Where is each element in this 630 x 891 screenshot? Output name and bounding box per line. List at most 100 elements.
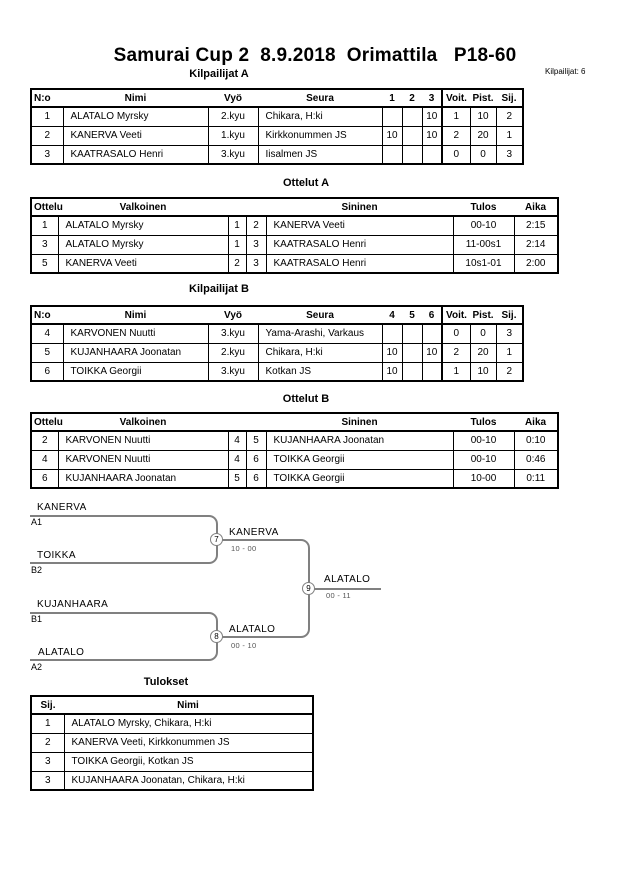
cell: KANERVA Veeti [265,215,454,236]
cell: 3 [30,144,64,165]
bracket-connector-semifinal-2 [30,612,218,661]
col-header: Nimi [64,696,313,715]
table-header-row: Ottelu Valkoinen Sininen Tulos Aika [31,413,558,432]
cell: 3.kyu [207,361,259,382]
cell: 00-10 [452,215,515,236]
bracket-match-score: 10 - 00 [231,544,257,553]
col-header: N:o [31,89,63,108]
cell: 2 [495,106,524,127]
cell: 2 [441,125,471,146]
matches-b-heading: Ottelut B [282,393,330,405]
cell: ALATALO Myrsky [62,106,209,127]
col-header: Pist. [470,89,496,108]
cell: 10 [381,361,403,382]
col-header: Valkoinen [58,198,228,217]
bracket-player-name: KUJANHAARA [37,599,109,610]
cell: KUJANHAARA Joonatan [57,468,229,489]
col-header: 2 [402,89,422,108]
cell: 1 [495,125,524,146]
match-number-node: 7 [210,533,223,546]
col-header: Nimi [63,89,208,108]
cell: 1 [227,234,247,255]
cell: TOIKKA Georgii, Kotkan JS [63,751,314,772]
cell: 1 [441,361,471,382]
cell: 4 [30,449,59,470]
results-table: Sij. Nimi 1 ALATALO Myrsky, Chikara, H:k… [30,695,314,791]
cell: 20 [469,342,497,363]
cell: 6 [30,468,59,489]
cell: 1 [441,106,471,127]
cell: 1.kyu [207,125,259,146]
competitor-count: Kilpailijat: 6 [545,67,586,76]
cell: 4 [30,323,64,344]
cell: 2:00 [513,253,559,274]
cell: 10-00 [452,468,515,489]
col-header: 4 [382,306,402,325]
cell: 4 [227,449,247,470]
cell [401,144,423,165]
cell: 6 [245,468,267,489]
table-row: 6 TOIKKA Georgii 3.kyu Kotkan JS 10 1 10… [30,361,524,382]
table-header-row: Sij. Nimi [31,696,313,715]
col-header: Ottelu [31,413,63,432]
col-header: 1 [382,89,402,108]
cell [401,106,423,127]
col-header: Seura [258,306,382,325]
cell: 20 [469,125,497,146]
table-row: 3 TOIKKA Georgii, Kotkan JS [30,751,314,772]
cell: Kotkan JS [257,361,383,382]
table-row: 5 KUJANHAARA Joonatan 2.kyu Chikara, H:k… [30,342,524,363]
cell: Chikara, H:ki [257,342,383,363]
col-header: Voit. [441,306,470,325]
cell [401,125,423,146]
cell [421,144,443,165]
cell: 5 [245,430,267,451]
cell: 0:10 [513,430,559,451]
table-header-row: N:o Nimi Vyö Seura 1 2 3 Voit. Pist. Sij… [31,89,523,108]
col-header [228,198,246,217]
cell: KARVONEN Nuutti [57,430,229,451]
cell [401,361,423,382]
match-number-node: 9 [302,582,315,595]
col-header: 5 [402,306,422,325]
cell: 0:11 [513,468,559,489]
cell: 1 [30,106,64,127]
cell: 3 [30,770,65,791]
cell [401,342,423,363]
cell: 2 [495,361,524,382]
cell: 3.kyu [207,144,259,165]
table-row: 4 KARVONEN Nuutti 4 6 TOIKKA Georgii 00-… [30,449,559,470]
matches-a-heading: Ottelut A [282,177,330,189]
cell: 2:14 [513,234,559,255]
cell: ALATALO Myrsky [57,215,229,236]
table-header-row: N:o Nimi Vyö Seura 4 5 6 Voit. Pist. Sij… [31,306,523,325]
cell: 10s1-01 [452,253,515,274]
cell [401,323,423,344]
table-header-row: Ottelu Valkoinen Sininen Tulos Aika [31,198,558,217]
cell: 1 [30,713,65,734]
cell: 1 [227,215,247,236]
cell: KANERVA Veeti [57,253,229,274]
col-header: Valkoinen [58,413,228,432]
match-number-node: 8 [210,630,223,643]
table-row: 4 KARVONEN Nuutti 3.kyu Yama-Arashi, Var… [30,323,524,344]
col-header: Aika [514,198,558,217]
cell: Yama-Arashi, Varkaus [257,323,383,344]
bracket-winner-name: ALATALO [324,574,371,585]
col-header: Sininen [266,413,453,432]
cell: 00-10 [452,449,515,470]
col-header: 6 [422,306,442,325]
col-header [228,413,246,432]
table-row: 2 KARVONEN Nuutti 4 5 KUJANHAARA Joonata… [30,430,559,451]
cell: 10 [381,342,403,363]
col-header: Tulos [453,198,514,217]
cell: KARVONEN Nuutti [62,323,209,344]
table-row: 1 ALATALO Myrsky 1 2 KANERVA Veeti 00-10… [30,215,559,236]
cell: 3 [495,144,524,165]
cell: KUJANHAARA Joonatan, Chikara, H:ki [63,770,314,791]
table-row: 3 KUJANHAARA Joonatan, Chikara, H:ki [30,770,314,791]
col-header: Aika [514,413,558,432]
col-header: Vyö [208,89,258,108]
cell: 2:15 [513,215,559,236]
bracket-winner-line [309,588,381,590]
